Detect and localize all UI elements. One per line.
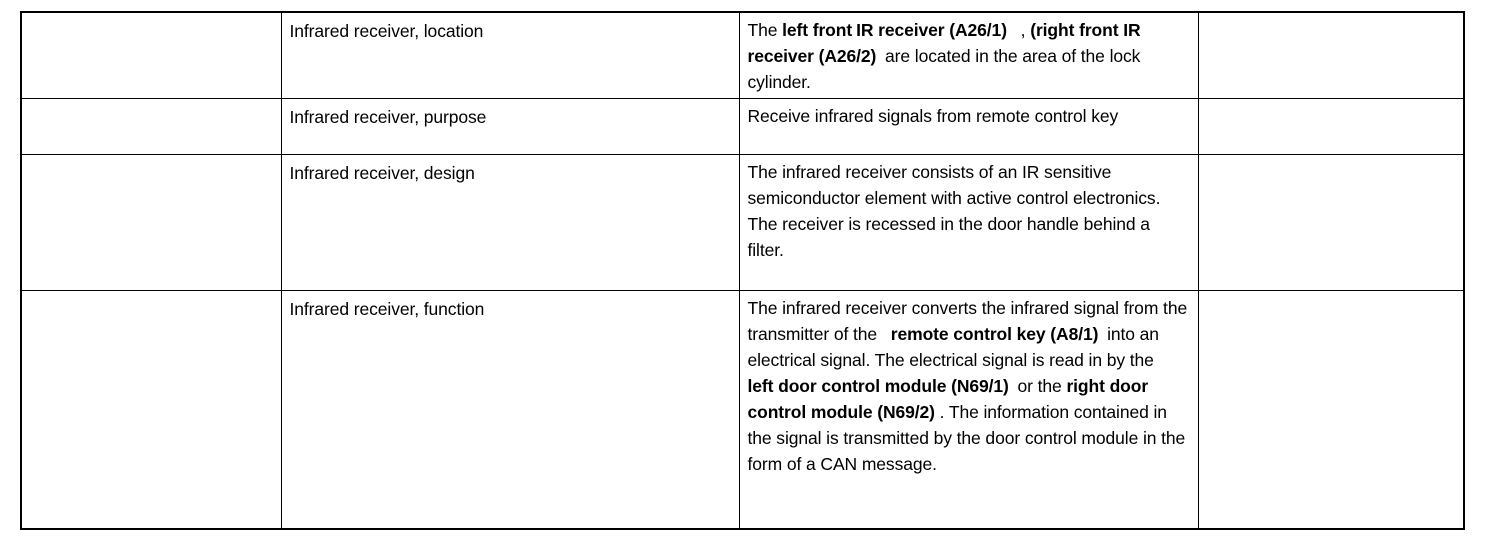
row-function-col4-empty — [1197, 290, 1465, 530]
table-row: Infrared receiver, purpose Receive infra… — [20, 98, 1465, 155]
row-purpose-col1-empty — [20, 98, 282, 155]
text-run-plain-4: . The information contained in the signa… — [747, 402, 1186, 474]
row-design-col1-empty — [20, 154, 282, 291]
row-design-description-cell: The infrared receiver consists of an IR … — [738, 154, 1199, 291]
text-run-bold-ir-receiver-a26-1: IR receiver (A26/1) — [856, 20, 1007, 40]
text-run-plain-2: into an electrical signal. The electrica… — [747, 324, 1160, 370]
row-location-label-cell: Infrared receiver, location — [280, 11, 740, 99]
text-run-bold-ir-receiver-a26-2: (right front IR receiver (A26/2) — [747, 20, 1141, 66]
row-purpose-description: Receive infrared signals from remote con… — [740, 99, 1198, 132]
text-run-bold-left-front: left front — [782, 20, 853, 40]
table-row: Infrared receiver, location The left fro… — [20, 11, 1465, 99]
row-design-paragraph-1: The infrared receiver consists of an IR … — [747, 162, 1161, 208]
row-function-col1-empty — [20, 290, 282, 530]
text-run-bold-right-door-control-module-n69-2: right door control module (N69/2) — [747, 376, 1149, 422]
row-location-col1-empty — [20, 11, 282, 99]
row-function-paragraph: The infrared receiver converts the infra… — [748, 295, 1191, 477]
text-run-plain-3: or the — [1012, 376, 1067, 396]
text-run-plain-tail: are located in the area of the lock cyli… — [747, 46, 1141, 92]
row-purpose-label: Infrared receiver, purpose — [289, 107, 487, 127]
row-design-paragraph-2: The receiver is recessed in the door han… — [747, 214, 1151, 260]
text-run-bold-remote-control-key-a8-1: remote control key (A8/1) — [890, 324, 1099, 344]
row-function-label: Infrared receiver, function — [289, 299, 485, 319]
row-function-description-cell: The infrared receiver converts the infra… — [738, 290, 1199, 530]
row-location-col4-empty — [1197, 11, 1465, 99]
row-purpose-col4-empty — [1197, 98, 1465, 155]
row-design-col4-empty — [1197, 154, 1465, 291]
text-run-comma: , — [1015, 20, 1031, 40]
text-run-bold-left-door-control-module-n69-1: left door control module (N69/1) — [747, 376, 1009, 396]
row-purpose-description-cell: Receive infrared signals from remote con… — [738, 98, 1199, 155]
row-function-description: The infrared receiver converts the infra… — [740, 291, 1198, 480]
row-function-label-cell: Infrared receiver, function — [280, 290, 740, 530]
row-purpose-label-cell: Infrared receiver, purpose — [280, 98, 740, 155]
row-purpose-paragraph: Receive infrared signals from remote con… — [747, 106, 1119, 126]
row-location-label: Infrared receiver, location — [289, 21, 484, 41]
table-row: Infrared receiver, function The infrared… — [20, 290, 1465, 530]
row-design-label-cell: Infrared receiver, design — [280, 154, 740, 291]
text-run-plain-1: The infrared receiver converts the infra… — [747, 298, 1188, 344]
table-row: Infrared receiver, design The infrared r… — [20, 154, 1465, 291]
row-design-label: Infrared receiver, design — [289, 163, 475, 183]
row-design-description: The infrared receiver consists of an IR … — [740, 155, 1198, 266]
text-run-plain: The — [747, 20, 783, 40]
spec-table: Infrared receiver, location The left fro… — [20, 11, 1465, 530]
